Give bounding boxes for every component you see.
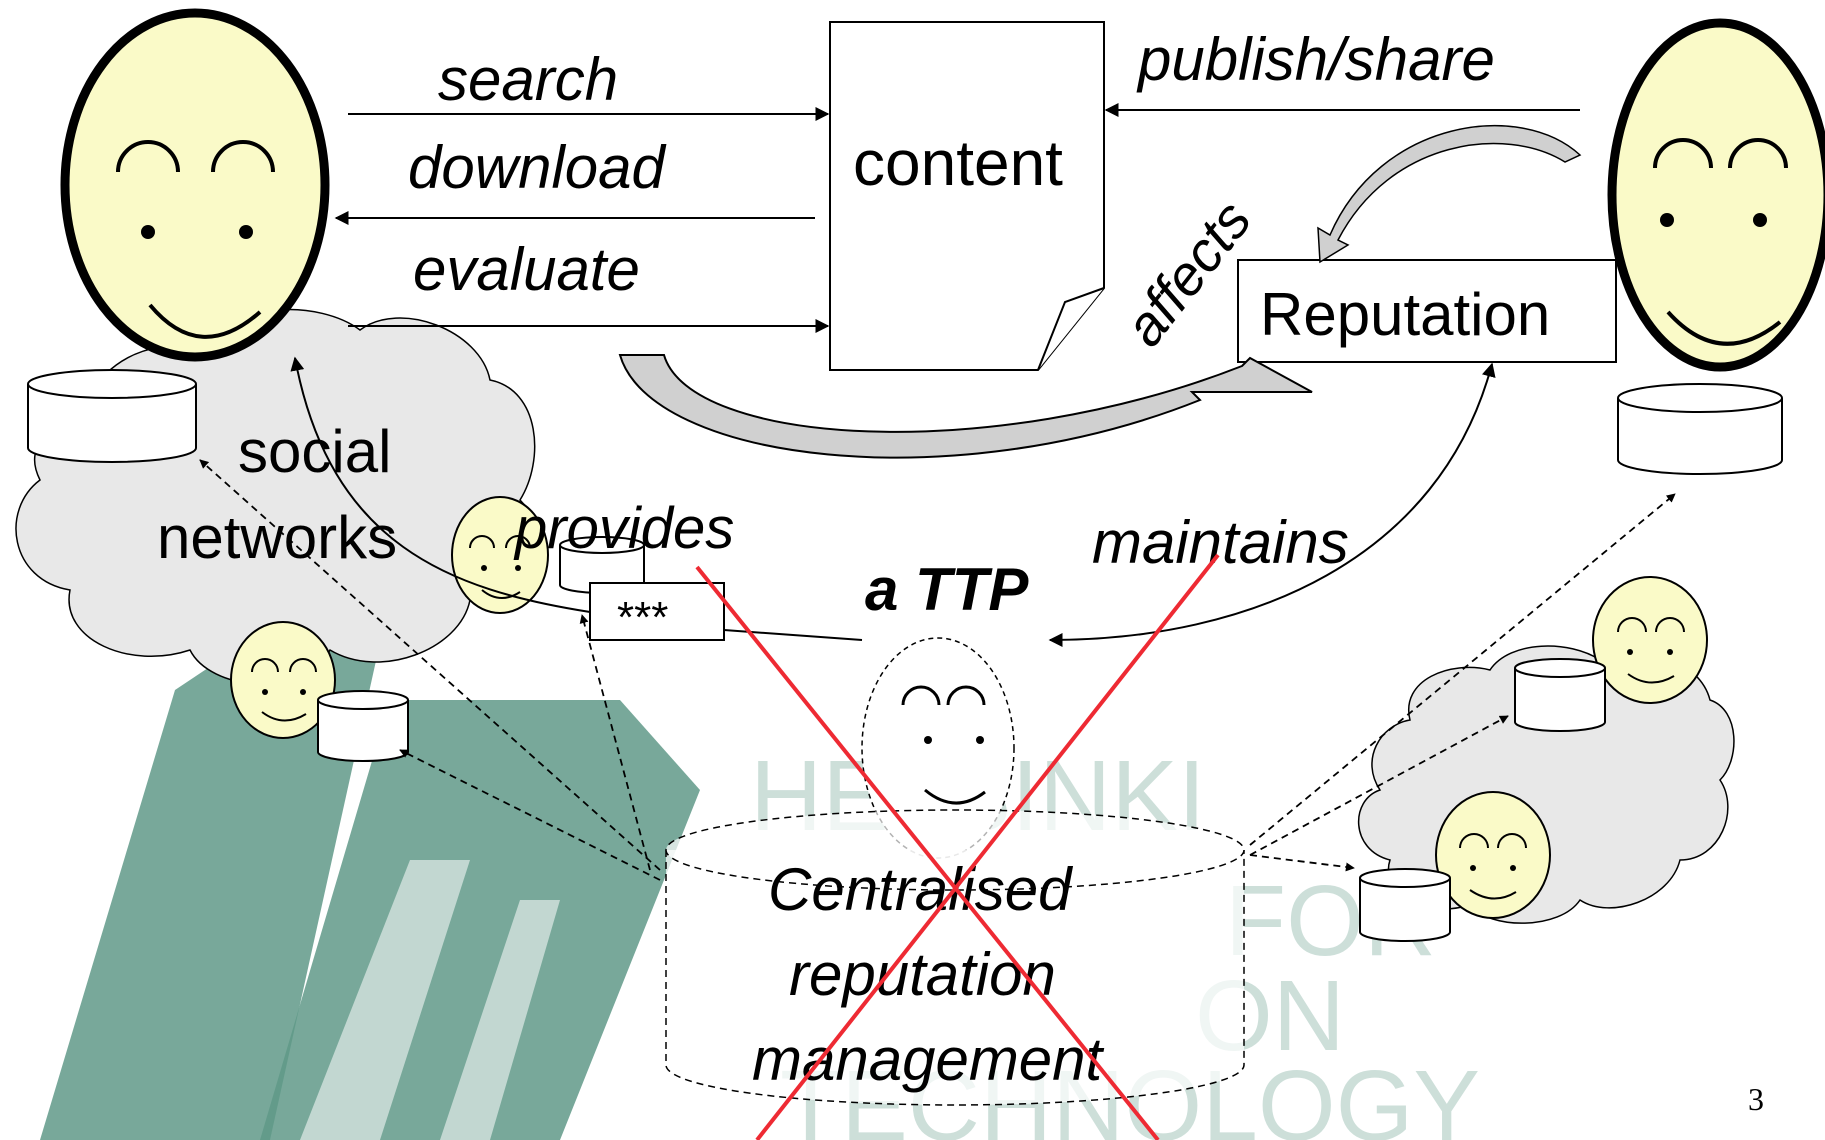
page-number: 3 xyxy=(1748,1081,1764,1117)
user-face-left xyxy=(60,8,330,362)
ttp-to-stars-line xyxy=(723,629,863,641)
centralised-db-cylinder xyxy=(665,809,1245,1106)
ttp-label: a TTP xyxy=(865,556,1029,623)
database-icon-right xyxy=(1617,383,1783,475)
database-icon-right-top xyxy=(1514,658,1606,732)
content-page-curl xyxy=(1037,287,1105,371)
central-label-3: management xyxy=(752,1026,1105,1093)
search-label: search xyxy=(438,46,618,113)
database-icon-cloud xyxy=(317,690,409,762)
reputation-box xyxy=(1237,259,1617,363)
central-label-1: Centralised xyxy=(768,856,1073,923)
database-icon-provides xyxy=(559,536,645,594)
reputation-label: Reputation xyxy=(1260,281,1550,348)
social-networks-label-1: social xyxy=(238,418,391,485)
content-label: content xyxy=(853,127,1063,199)
provides-label: provides xyxy=(513,496,734,561)
dashed-arrow-right-top-db xyxy=(1249,715,1509,856)
distribution-arrows xyxy=(199,459,1676,881)
dashed-arrow-left-db xyxy=(199,459,661,871)
peer-face-cloud xyxy=(230,621,336,739)
central-label-2: reputation xyxy=(789,941,1056,1008)
publish-hook-arrow xyxy=(1317,125,1582,264)
download-label: download xyxy=(408,134,667,201)
watermark-logo xyxy=(40,600,700,1140)
database-icon-right-bottom xyxy=(1359,868,1451,942)
dashed-arrow-cloud-db xyxy=(399,749,661,881)
maintains-label: maintains xyxy=(1092,509,1349,576)
publish-share-label: publish/share xyxy=(1136,26,1495,93)
credential-stars: *** xyxy=(617,593,668,642)
social-networks-label-2: networks xyxy=(157,504,397,571)
user-face-right xyxy=(1607,18,1825,372)
dashed-arrow-right-db xyxy=(1249,493,1676,846)
rejection-cross xyxy=(695,553,1220,1140)
maintains-arrow xyxy=(1048,362,1496,647)
provides-arrow xyxy=(290,356,591,613)
ttp-face xyxy=(861,637,1015,859)
dashed-arrow-right-bottom-db xyxy=(1249,854,1355,872)
peer-face-right-top xyxy=(1592,576,1708,704)
peer-face-right-bottom xyxy=(1435,791,1551,919)
evaluate-label: evaluate xyxy=(413,236,640,303)
credential-box xyxy=(589,582,725,641)
database-icon-left xyxy=(27,369,197,463)
dashed-arrow-provides-db xyxy=(579,614,651,871)
